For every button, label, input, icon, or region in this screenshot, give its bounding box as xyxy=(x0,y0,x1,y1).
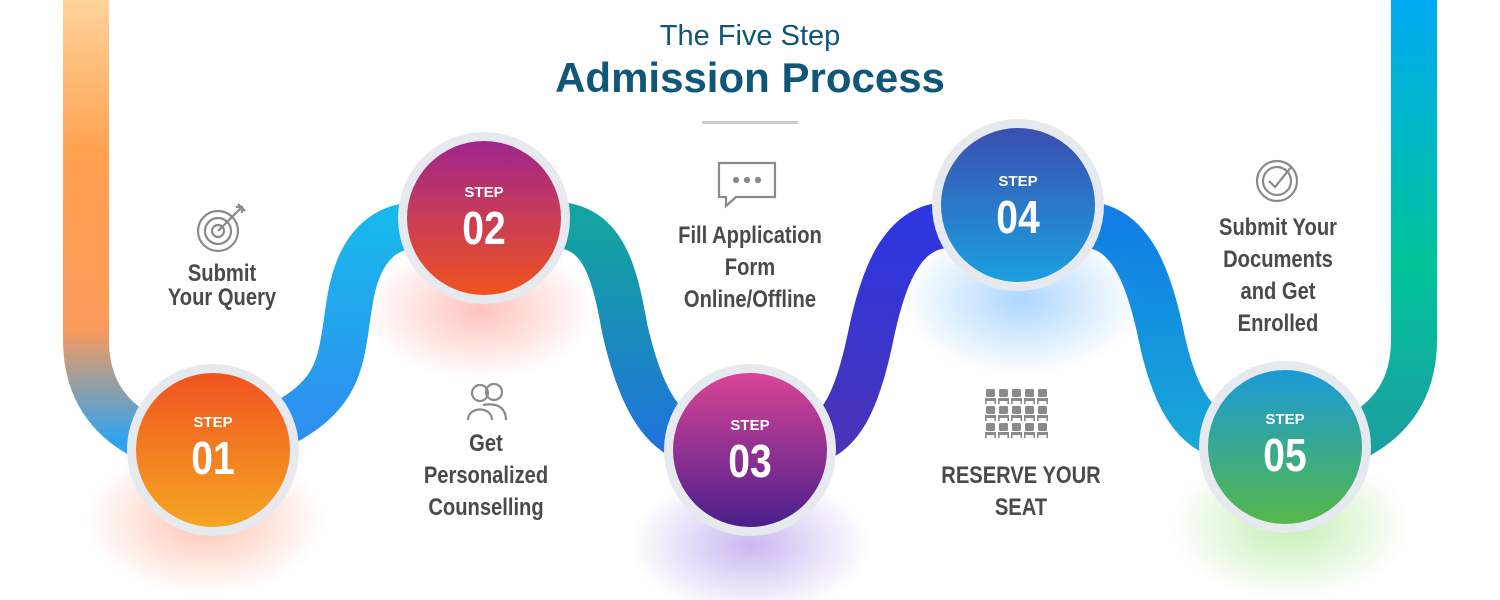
label-line: SEAT xyxy=(994,494,1048,521)
step-circle-04: STEP 04 xyxy=(932,119,1104,291)
check-circle-icon xyxy=(1255,159,1299,203)
step-word: STEP xyxy=(193,414,232,431)
label-line: Online/Offline xyxy=(683,286,817,313)
title-main: Admission Process xyxy=(555,54,945,101)
label-line: Submit Your xyxy=(1219,214,1337,241)
label-line: Fill Application xyxy=(678,222,822,249)
step-number: 01 xyxy=(191,433,234,485)
title-divider xyxy=(702,121,798,124)
step-circle-05: STEP 05 xyxy=(1199,361,1371,533)
label-line: Get xyxy=(469,430,503,457)
step-number: 04 xyxy=(996,192,1040,244)
ribbon-segment-1 xyxy=(259,202,421,451)
ribbon-segment-3 xyxy=(805,202,952,462)
label-line: Documents xyxy=(1223,246,1333,273)
seats-icon xyxy=(985,389,1048,438)
step-circle-01: STEP 01 xyxy=(127,364,299,536)
step-label-02: Get Personalized Counselling xyxy=(410,428,561,524)
step-label-05: Submit Your Documents and Get Enrolled xyxy=(1194,212,1362,340)
step-word: STEP xyxy=(1265,411,1304,428)
label-line: Personalized xyxy=(423,462,549,489)
step-word: STEP xyxy=(730,417,769,434)
step-label-03: Fill Application Form Online/Offline xyxy=(666,220,834,316)
step-circle-03: STEP 03 xyxy=(664,364,836,536)
step-number: 03 xyxy=(728,436,771,488)
target-icon xyxy=(196,203,246,253)
step-number: 05 xyxy=(1263,430,1306,482)
label-line: Form xyxy=(724,254,776,281)
ribbon-segment-4 xyxy=(1085,202,1229,457)
label-line: Enrolled xyxy=(1237,310,1319,337)
step-label-01: Submit Your Query xyxy=(146,258,297,314)
label-line: RESERVE YOUR xyxy=(941,462,1101,489)
label-line: Counselling xyxy=(428,494,544,521)
step-label-04: RESERVE YOUR SEAT xyxy=(937,460,1105,524)
label-line: Submit xyxy=(187,260,257,287)
chat-bubble-icon xyxy=(717,161,777,209)
label-line: Your Query xyxy=(167,284,277,311)
label-line: and Get xyxy=(1240,278,1316,305)
people-icon xyxy=(466,382,508,421)
step-circle-02: STEP 02 xyxy=(398,132,570,304)
step-number: 02 xyxy=(462,203,505,255)
ribbon-segment-2 xyxy=(555,202,699,462)
title-subtitle: The Five Step xyxy=(659,20,841,52)
step-word: STEP xyxy=(998,173,1037,190)
step-word: STEP xyxy=(464,184,503,201)
